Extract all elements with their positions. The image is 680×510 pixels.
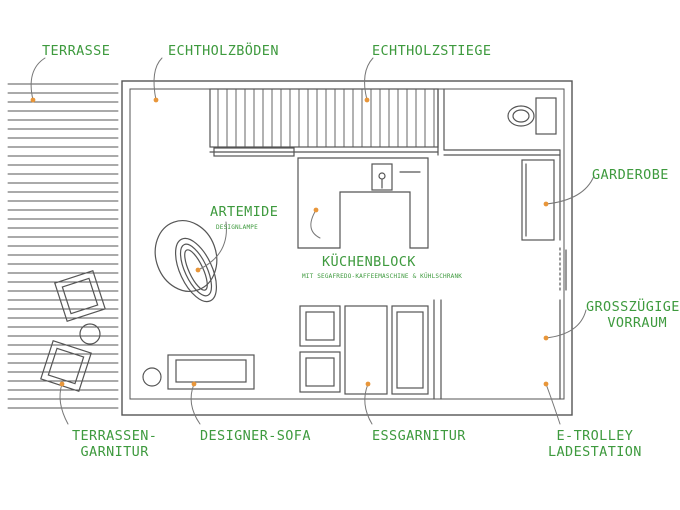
label-kuechenblock: Küchenblock	[322, 254, 416, 270]
label-echtholzstiege: Echtholzstiege	[372, 43, 492, 59]
label-kuechen-sub: mit Segafredo-Kaffeemaschine & Kühlschra…	[302, 273, 463, 280]
label-echtholzboeden: Echtholzböden	[168, 43, 279, 59]
label-garderobe: Garderobe	[592, 167, 669, 183]
label-designer-sofa: Designer-Sofa	[200, 428, 311, 444]
kitchen-block	[297, 157, 429, 249]
label-terrasse: Terrasse	[42, 43, 111, 59]
label-vorraum: Grosszügiger Vorraum	[586, 299, 680, 331]
artemide-lamp	[154, 220, 218, 303]
designer-sofa	[142, 354, 255, 390]
label-artemide: Artemide	[210, 204, 279, 220]
inner-wall	[129, 88, 565, 400]
leader-lines	[30, 57, 595, 425]
dining-set	[299, 305, 429, 395]
label-etrolley: E-Trolley Ladestation	[548, 428, 642, 460]
terrace-furniture	[40, 270, 106, 392]
markers	[30, 97, 549, 387]
terrace-deck	[7, 83, 119, 409]
label-terrassengarnitur: Terrassen- Garnitur	[72, 428, 158, 460]
outer-wall	[121, 80, 573, 416]
label-essgarnitur: Essgarnitur	[372, 428, 466, 444]
wardrobe	[521, 159, 555, 241]
toilet	[507, 97, 557, 135]
staircase	[209, 88, 439, 157]
label-designlampe: Designlampe	[216, 224, 258, 231]
